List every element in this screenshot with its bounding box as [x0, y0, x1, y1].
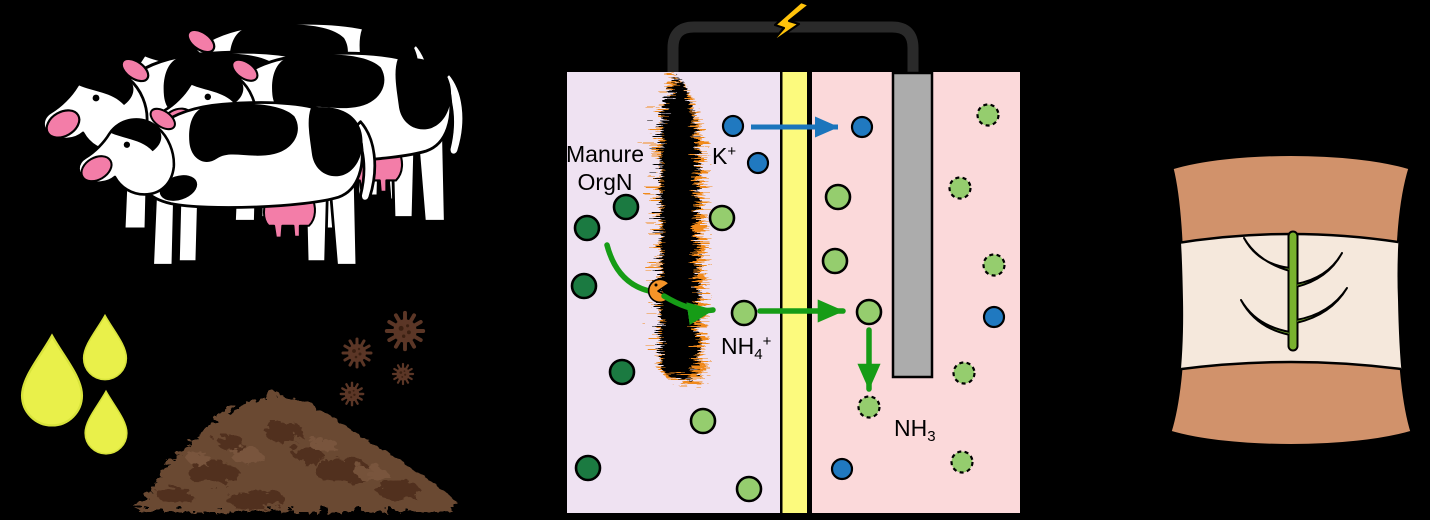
ion-dot — [976, 103, 1000, 127]
pathogen-small-2 — [339, 381, 365, 407]
anode-bristles — [654, 68, 690, 371]
ion-dot — [821, 247, 849, 275]
manure-orgn-label-line2: OrgN — [578, 169, 633, 195]
pathogen — [341, 337, 373, 369]
manure-pile — [133, 390, 457, 509]
lightning-bolt-icon — [768, 0, 811, 46]
ion-dot — [708, 204, 736, 232]
ion-dot — [857, 395, 881, 419]
ion-dot — [952, 361, 976, 385]
corn-plant-icon — [1240, 230, 1348, 352]
drop-small — [84, 389, 128, 455]
electrochemical-cell: Manure OrgN K+ NH4+ NH3 — [563, 0, 1024, 517]
ion-dot — [730, 299, 758, 327]
ammonium-ions-cathode — [821, 183, 883, 326]
cow-front — [75, 101, 377, 267]
ion-dot — [948, 176, 972, 200]
drop-medium — [82, 313, 128, 381]
ammonia-molecules — [857, 103, 1006, 474]
manure-orgn-label-line1: Manure — [566, 141, 644, 167]
potassium-label: K+ — [712, 143, 736, 169]
pathogen-small — [391, 362, 415, 386]
ion-dot — [850, 115, 874, 139]
ion-dot — [824, 183, 852, 211]
steam-arrow — [146, 350, 183, 440]
ammonium-label: NH4+ — [721, 333, 772, 363]
potassium-ions-cathode — [830, 115, 1006, 481]
ion-dot — [574, 454, 602, 482]
plant-leaves — [1240, 237, 1348, 336]
ion-dot — [570, 272, 598, 300]
ion-dot — [608, 358, 636, 386]
steam-arrow — [188, 328, 222, 419]
ion-dot — [950, 450, 974, 474]
ion-dot — [982, 253, 1006, 277]
cell-border — [563, 68, 1024, 517]
cation-exchange-membrane — [782, 70, 807, 515]
gas-arrow — [39, 250, 76, 340]
orgn-to-microbe-arrow — [604, 242, 652, 294]
microbe-to-ammonium-arrow — [661, 293, 716, 310]
fertilizer-bag — [1168, 153, 1414, 447]
potassium-ions-anode — [721, 114, 770, 175]
membrane-right-edge — [807, 70, 812, 515]
urine-runoff-drops — [20, 313, 128, 455]
ion-dot — [689, 407, 717, 435]
ion-dot — [855, 298, 883, 326]
ion-dot — [830, 457, 854, 481]
ion-dot — [746, 151, 770, 175]
cathode-plate — [891, 71, 934, 379]
ammonia-volatilization-arrows — [3, 235, 76, 353]
manure-dark-clumps — [154, 418, 417, 505]
ion-dot — [612, 193, 640, 221]
ammonium-ions-anode — [689, 204, 763, 503]
ion-dot — [721, 114, 745, 138]
drop-large — [20, 333, 84, 427]
manure-light-clumps — [183, 435, 384, 477]
pathogen-large — [384, 310, 426, 352]
dairy-cow-herd — [40, 21, 466, 267]
ion-dot — [735, 475, 763, 503]
ion-dot — [573, 214, 601, 242]
organic-nitrogen-particles — [570, 193, 640, 482]
ion-dot — [982, 305, 1006, 329]
carbon-brush-anode — [650, 68, 694, 373]
gas-arrow — [3, 263, 48, 353]
ammonia-label: NH3 — [894, 415, 936, 445]
pathogen-particles — [339, 310, 426, 407]
microbe-eye — [654, 283, 658, 287]
membrane-left-edge — [780, 70, 783, 515]
